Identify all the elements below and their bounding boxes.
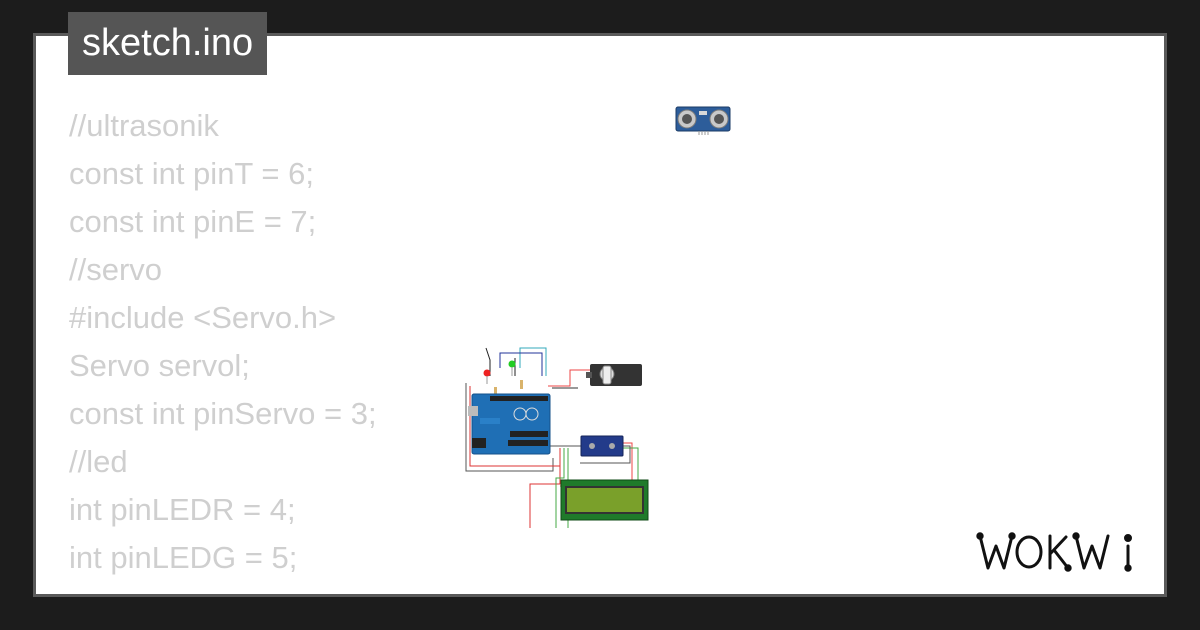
preview-canvas: //ultrasonik const int pinT = 6; const i… xyxy=(33,33,1167,597)
code-preview: //ultrasonik const int pinT = 6; const i… xyxy=(69,102,377,594)
code-line: const int pinT = 6; xyxy=(69,156,314,191)
code-line: Servo servol; xyxy=(69,348,250,383)
usb-port-icon xyxy=(468,406,478,416)
code-line: #include <Servo.h> xyxy=(69,300,337,335)
code-line: //lcd xyxy=(69,582,377,594)
code-line: const int pinE = 7; xyxy=(69,204,317,239)
red-led-icon[interactable] xyxy=(483,369,491,377)
file-name-tab[interactable]: sketch.ino xyxy=(68,12,268,75)
resistor-icon xyxy=(494,387,497,396)
wokwi-logo xyxy=(976,532,1132,572)
power-jack-icon xyxy=(472,438,486,448)
circuit-diagram[interactable] xyxy=(460,328,650,528)
ultrasonic-sensor-icon[interactable] xyxy=(675,105,731,135)
code-line: const int pinServo = 3; xyxy=(69,396,377,431)
code-line: int pinLEDR = 4; xyxy=(69,492,296,527)
code-line: //servo xyxy=(69,252,163,287)
code-line: int pinLEDG = 5; xyxy=(69,540,298,575)
resistor-icon xyxy=(520,380,523,389)
arduino-board-icon[interactable] xyxy=(471,393,551,455)
servo-motor-icon[interactable] xyxy=(590,364,642,386)
green-led-icon[interactable] xyxy=(508,360,516,368)
sensor-module-icon[interactable] xyxy=(580,435,624,457)
code-line: //ultrasonik xyxy=(69,108,219,143)
code-line: //led xyxy=(69,444,128,479)
